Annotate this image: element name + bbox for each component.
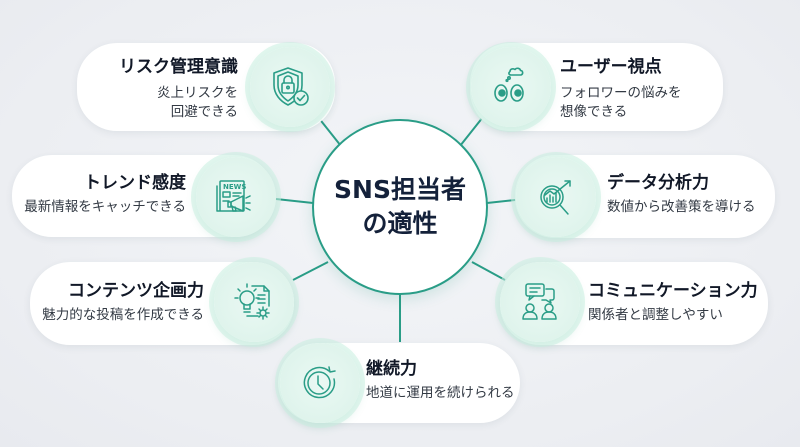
svg-text:NEWS: NEWS — [223, 183, 246, 191]
card-desc: 関係者と調整しやすい — [588, 307, 723, 323]
card-desc: 魅力的な投稿を作成できる — [42, 307, 204, 323]
icon-circle — [500, 262, 580, 342]
card-desc: 炎上リスクを — [157, 85, 238, 101]
news-megaphone-icon: NEWS — [216, 180, 251, 212]
card-title: 継続力 — [366, 359, 417, 379]
card-title: リスク管理意識 — [119, 57, 238, 77]
card-desc: 最新情報をキャッチできる — [24, 199, 186, 215]
card-title: コミュニケーション力 — [588, 281, 758, 301]
card-title: データ分析力 — [607, 173, 709, 193]
card-desc: 数値から改善策を導ける — [607, 199, 756, 215]
card-title: トレンド感度 — [84, 173, 186, 193]
shield-lock-check-icon — [273, 67, 309, 106]
icon-circle — [214, 262, 294, 342]
icon-circle — [516, 157, 596, 237]
magnifier-chart-icon — [540, 180, 571, 215]
lightbulb-document-gear-icon — [234, 283, 270, 320]
card-desc: 想像できる — [560, 104, 628, 120]
card-desc: フォロワーの悩みを — [560, 85, 682, 101]
card-desc: 地道に運用を続けられる — [366, 385, 515, 401]
center-hub: SNS担当者 の適性 — [312, 119, 488, 295]
card-title: コンテンツ企画力 — [68, 281, 204, 301]
card-desc: 回避できる — [170, 104, 238, 120]
icon-circle — [280, 343, 360, 423]
card-title: ユーザー視点 — [560, 57, 662, 77]
chat-people-icon — [522, 283, 557, 320]
center-title-line2: の適性 — [362, 209, 438, 238]
icon-circle — [250, 47, 330, 127]
icon-circle: NEWS — [196, 157, 276, 237]
eyes-thought-bubble-icon — [494, 67, 524, 102]
center-title-line1: SNS担当者 — [334, 175, 466, 204]
clock-refresh-icon — [303, 366, 336, 399]
icon-circle — [471, 47, 551, 127]
